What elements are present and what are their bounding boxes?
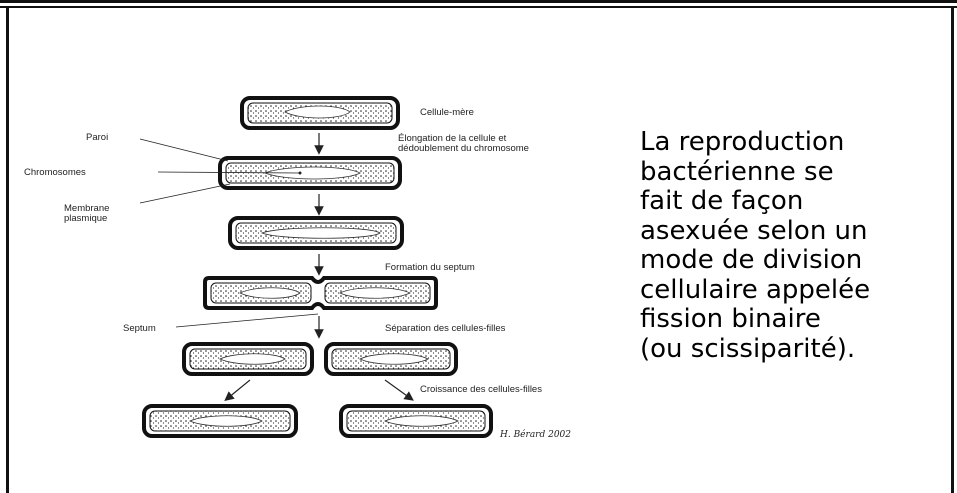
cell-daughter-left [184,344,312,374]
label-septum: Septum [123,323,156,334]
leader-membrane [140,184,230,203]
chromosome-dot [299,172,302,175]
leader-septum [176,314,318,327]
label-separation: Séparation des cellules-filles [385,323,506,334]
explanation-text: La reproduction bactérienne se fait de f… [640,128,950,364]
cell-duplicated [230,218,402,248]
leader-paroi [140,139,228,161]
cell-grown-right [341,406,491,436]
label-chromosomes: Chromosomes [24,167,86,178]
arrow-5-right [385,380,410,398]
label-paroi: Paroi [86,132,108,143]
label-elongation-line2: dédoublement du chromosome [398,143,529,154]
label-membrane-line2: plasmique [64,213,107,224]
illustrator-signature: H. Bérard 2002 [499,429,571,440]
arrow-5-left [228,380,250,398]
cell-grown-left [144,406,296,436]
label-septum-formation: Formation du septum [385,262,475,273]
label-mother-cell: Cellule-mère [420,107,474,118]
cell-daughter-right [326,344,456,374]
cell-septum-formation [205,278,436,308]
cell-mother [242,98,398,128]
label-growth: Croissance des cellules-filles [420,384,542,395]
